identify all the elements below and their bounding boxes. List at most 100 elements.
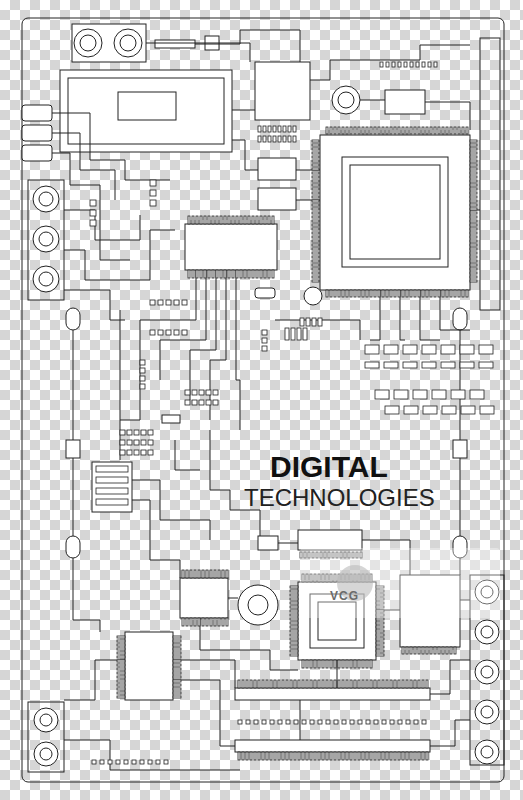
pin	[206, 400, 211, 405]
board-stroke	[255, 62, 310, 120]
pin	[406, 647, 408, 654]
pin	[312, 272, 319, 274]
pin	[446, 290, 448, 297]
pin	[479, 362, 493, 368]
pin	[218, 570, 220, 578]
pin	[376, 618, 384, 620]
pin	[213, 400, 218, 405]
pin	[342, 127, 344, 134]
board-stroke	[332, 86, 360, 114]
pin	[374, 290, 376, 297]
board-stroke	[74, 29, 102, 57]
pin	[262, 752, 264, 760]
pin	[410, 62, 413, 67]
board-stroke	[173, 660, 235, 688]
pin	[376, 622, 384, 624]
pin	[216, 270, 218, 278]
pin	[302, 660, 304, 668]
pin	[326, 720, 330, 724]
board-stroke	[300, 548, 500, 618]
pin	[422, 680, 424, 688]
pin	[210, 570, 212, 578]
board-stroke	[162, 415, 180, 423]
pin	[186, 618, 188, 626]
pin	[238, 752, 240, 760]
pin	[326, 290, 328, 297]
pin	[312, 256, 319, 258]
pin	[376, 650, 384, 652]
pin	[206, 570, 208, 578]
pin	[326, 680, 328, 688]
board-stroke	[310, 45, 470, 80]
pin	[141, 450, 146, 455]
pin	[312, 264, 319, 266]
pin	[366, 660, 368, 668]
pin	[214, 570, 216, 578]
pin	[213, 390, 218, 395]
board-stroke	[320, 135, 470, 290]
pin	[224, 216, 226, 224]
pin	[140, 360, 145, 365]
board-stroke	[342, 157, 448, 267]
pin	[254, 680, 256, 688]
pin	[450, 127, 452, 134]
pin	[470, 260, 477, 262]
pin	[290, 642, 298, 644]
board-stroke	[120, 270, 196, 420]
pin	[362, 127, 364, 134]
pin	[134, 450, 139, 455]
pin	[294, 752, 296, 760]
pin	[422, 647, 424, 654]
pin	[470, 152, 477, 154]
pin	[312, 268, 319, 270]
pin	[252, 216, 254, 224]
pin	[423, 406, 437, 414]
board-stroke	[64, 660, 125, 700]
pin	[342, 720, 346, 724]
pin	[390, 720, 394, 724]
pin	[312, 180, 319, 182]
pin	[256, 216, 258, 224]
pin	[120, 440, 125, 445]
pin	[366, 680, 368, 688]
pin	[278, 752, 280, 760]
board-stroke	[92, 462, 132, 512]
pin	[242, 680, 244, 688]
pin	[117, 676, 125, 678]
pin	[378, 290, 380, 297]
pin	[117, 636, 125, 638]
pin	[212, 270, 214, 278]
board-stroke	[73, 330, 74, 440]
pin	[90, 210, 96, 216]
pin	[226, 570, 228, 578]
pin	[288, 136, 291, 142]
board-stroke	[337, 660, 338, 688]
pin	[266, 752, 268, 760]
pin	[330, 680, 332, 688]
board-stroke	[68, 78, 224, 144]
pin	[402, 127, 404, 134]
pin	[252, 270, 254, 278]
pin	[117, 668, 125, 670]
pin	[290, 610, 298, 612]
pin	[173, 636, 181, 638]
pin	[290, 614, 298, 616]
pin	[117, 696, 125, 698]
pin	[297, 328, 301, 340]
pin	[410, 680, 412, 688]
pin	[479, 345, 493, 354]
pin	[306, 318, 310, 326]
pin	[148, 760, 152, 764]
pin	[117, 652, 125, 654]
pin	[273, 136, 276, 142]
pin	[370, 127, 372, 134]
board-stroke	[22, 105, 52, 121]
pin	[318, 680, 320, 688]
pin	[294, 680, 296, 688]
pin	[334, 127, 336, 134]
pin	[190, 618, 192, 626]
pin	[382, 752, 384, 760]
board-stroke	[132, 500, 180, 578]
pin	[268, 136, 271, 142]
pin	[386, 680, 388, 688]
